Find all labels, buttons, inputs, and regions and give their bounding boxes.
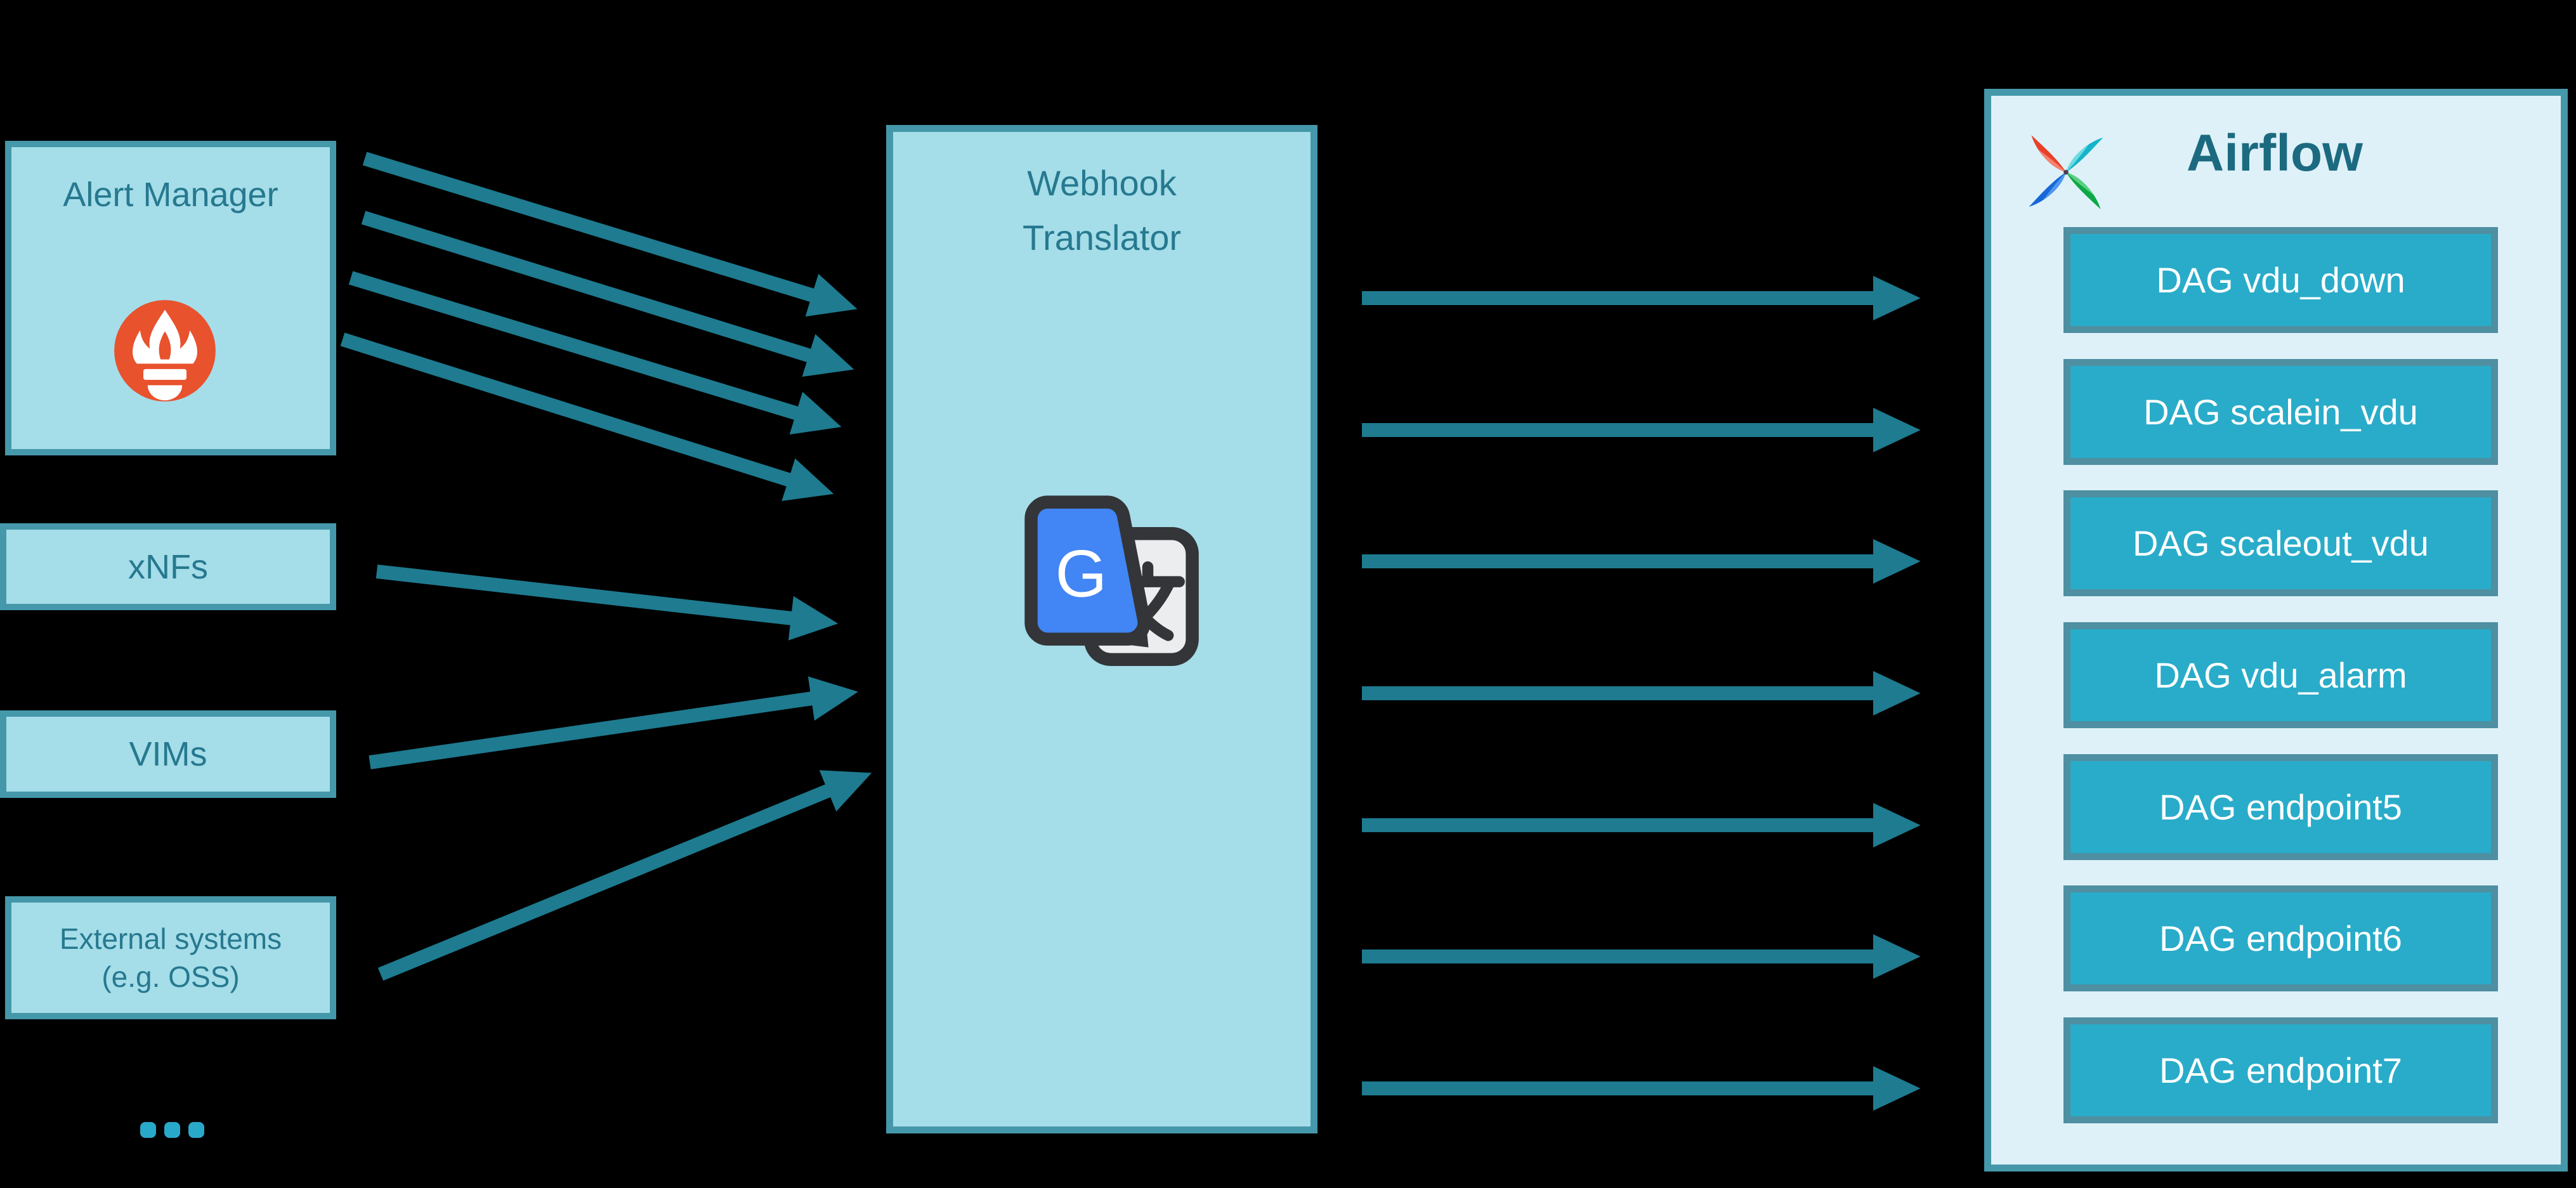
arrow-alertmanager-4	[340, 332, 834, 501]
alert-manager-label: Alert Manager	[63, 176, 278, 214]
arrow-alertmanager-3	[348, 271, 842, 435]
more-sources-ellipsis	[140, 1122, 204, 1138]
airflow-pinwheel-icon	[2029, 135, 2103, 209]
external-systems-box: External systems (e.g. OSS)	[5, 896, 336, 1019]
google-translate-icon: G	[1024, 495, 1199, 667]
arrow-xnfs	[376, 565, 839, 641]
xnfs-label: xNFs	[128, 547, 208, 586]
xnfs-box: xNFs	[0, 523, 336, 610]
webhook-translator-title-line1: Webhook	[1027, 163, 1177, 203]
dag-endpoint6: DAG endpoint6	[2063, 885, 2498, 991]
vims-box: VIMs	[0, 710, 336, 798]
airflow-title: Airflow	[2187, 124, 2363, 182]
dag-vdu-down: DAG vdu_down	[2063, 227, 2498, 333]
ellipsis-dot	[140, 1122, 156, 1138]
ellipsis-dot	[164, 1122, 180, 1138]
arrow-vims	[369, 676, 858, 769]
ellipsis-dot	[188, 1122, 204, 1138]
google-g-glyph: G	[1055, 537, 1107, 611]
dag-endpoint7: DAG endpoint7	[2063, 1017, 2498, 1123]
external-systems-label-line1: External systems	[59, 922, 282, 955]
arrow-alertmanager-1	[362, 152, 858, 317]
dag-scalein-vdu: DAG scalein_vdu	[2063, 359, 2498, 465]
dag-vdu-alarm: DAG vdu_alarm	[2063, 622, 2498, 728]
external-systems-label-line2: (e.g. OSS)	[101, 960, 240, 993]
alert-manager-box: Alert Manager	[5, 141, 336, 455]
dag-endpoint5: DAG endpoint5	[2063, 754, 2498, 860]
arrow-alertmanager-2	[361, 211, 854, 377]
webhook-translator-title-line2: Translator	[1022, 218, 1181, 258]
dag-scaleout-vdu: DAG scaleout_vdu	[2063, 490, 2498, 596]
webhook-translator-box: Webhook Translator G	[886, 125, 1317, 1133]
vims-label: VIMs	[129, 735, 207, 773]
prometheus-icon	[114, 300, 216, 401]
arrow-external	[377, 770, 872, 981]
airflow-box: Airflow DAG vdu_down DAG scalein_vdu DAG…	[1984, 89, 2568, 1172]
